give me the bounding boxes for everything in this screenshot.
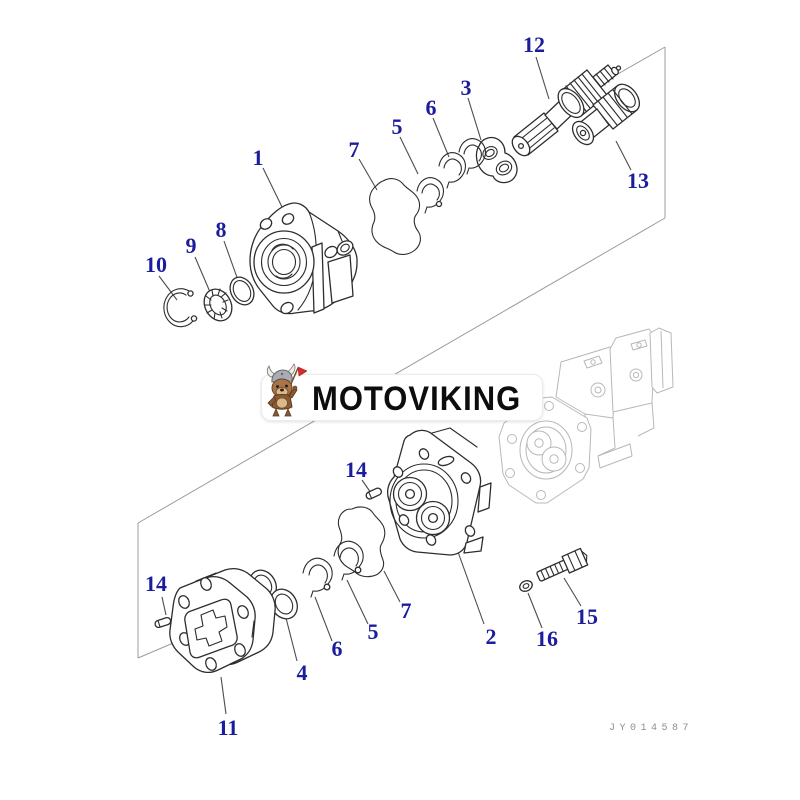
leader-lines	[158, 56, 632, 715]
part-16-washer	[519, 580, 533, 592]
callout-14-upper: 14	[345, 457, 367, 482]
part-9-bearing	[203, 288, 233, 322]
part-6-snap-clip-bottom	[302, 557, 333, 598]
drawing-number: JY014587	[609, 723, 694, 734]
callout-5-top: 5	[391, 114, 403, 139]
callout-10: 10	[145, 252, 167, 277]
callout-7-top: 7	[348, 137, 360, 162]
part-7-gasket-top	[369, 178, 421, 255]
part-11-end-cover	[169, 568, 276, 674]
part-10-snap-ring	[163, 288, 198, 328]
part-15-bolt	[536, 547, 589, 582]
viking-mascot-icon	[266, 363, 307, 417]
callout-5-bottom: 5	[367, 619, 379, 644]
callout-9: 9	[185, 233, 197, 258]
callout-2: 2	[485, 624, 497, 649]
callout-7-bottom: 7	[400, 598, 412, 623]
part-8-seal-ring	[229, 276, 255, 306]
callout-11: 11	[217, 715, 239, 740]
brand-name: MOTOVIKING	[312, 379, 522, 418]
part-14-pin-upper	[365, 487, 383, 500]
part-1-front-case	[249, 202, 358, 315]
callout-16: 16	[536, 626, 558, 651]
part-14-pin-left	[154, 616, 172, 629]
assembled-pump-ghost	[498, 327, 674, 504]
callout-3: 3	[460, 75, 472, 100]
part-5-snap-clip-bottom	[333, 540, 364, 581]
callout-12: 12	[523, 32, 545, 57]
part-6-snap-clips-top	[438, 138, 487, 189]
part-2-pump-body	[387, 427, 492, 556]
part-5-snap-clip-top	[416, 177, 445, 214]
callout-1: 1	[252, 145, 264, 170]
brand-banner: MOTOVIKING	[261, 363, 543, 421]
callout-6-bottom: 6	[331, 636, 343, 661]
callout-6-top: 6	[425, 95, 437, 120]
part-13-driven-gear	[571, 83, 641, 146]
callout-14-left: 14	[145, 571, 167, 596]
part-7-gasket-bottom	[337, 506, 386, 578]
callout-8: 8	[215, 217, 227, 242]
callout-15: 15	[576, 604, 598, 629]
callout-4: 4	[296, 660, 308, 685]
callout-13: 13	[627, 168, 649, 193]
part-12-drive-gear-shaft	[511, 64, 622, 157]
part-3-seal-plate	[475, 136, 518, 184]
